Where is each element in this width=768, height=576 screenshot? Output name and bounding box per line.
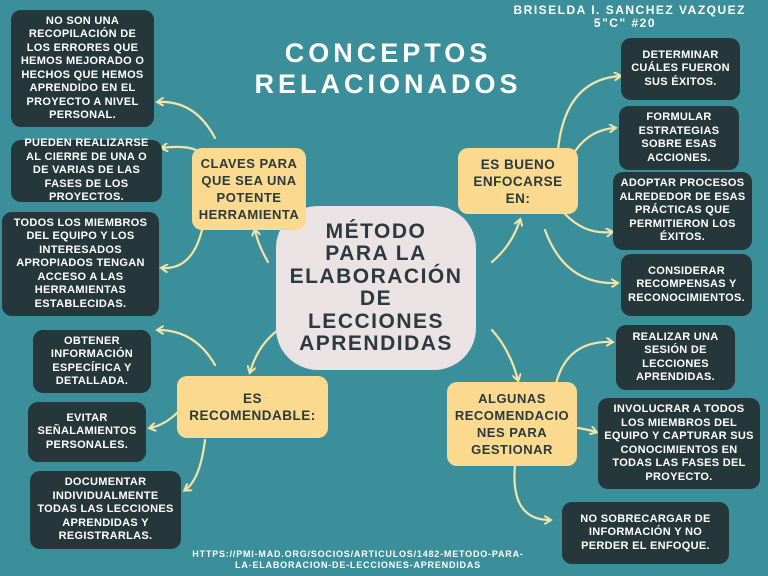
- enfocarse-item-3: ADOPTAR PROCESOS ALREDEDOR DE ESAS PRÁCT…: [613, 172, 752, 250]
- arrow-enf-1: [556, 76, 620, 152]
- recomendable-item-3: DOCUMENTAR INDIVIDUALMENTE TODAS LAS LEC…: [30, 471, 181, 549]
- arrow-enf-4: [543, 228, 617, 283]
- branch-gestionar: ALGUNAS RECOMENDACIO NES PARA GESTIONAR: [447, 382, 577, 466]
- branch-claves: CLAVES PARA QUE SEA UNA POTENTE HERRAMIE…: [192, 148, 306, 230]
- author-group: 5"C" #20: [593, 16, 656, 30]
- enfocarse-item-4: CONSIDERAR RECOMPENSAS Y RECONOCIMIENTOS…: [621, 254, 752, 316]
- claves-item-1: NO SON UNA RECOPILACIÓN DE LOS ERRORES Q…: [11, 10, 154, 127]
- source-url: HTTPS://PMI-MAD.ORG/SOCIOS/ARTICULOS/148…: [192, 549, 524, 570]
- arrow-ges-1: [553, 342, 612, 390]
- arrow-rec-2: [150, 410, 180, 428]
- recomendable-item-1: OBTENER INFORMACIÓN ESPECÍFICA Y DETALLA…: [33, 330, 151, 393]
- recomendable-item-2: EVITAR SEÑALAMIENTOS PERSONALES.: [28, 402, 146, 462]
- branch-recomendable: ES RECOMENDABLE:: [177, 376, 328, 438]
- claves-item-3: TODOS LOS MIEMBROS DEL EQUIPO Y LOS INTE…: [2, 212, 159, 316]
- arrow-enf-3: [563, 212, 612, 232]
- arrow-rec-3: [185, 438, 207, 490]
- arrow-claves-2: [162, 147, 198, 150]
- arrow-claves-1: [158, 102, 217, 140]
- page-title: CONCEPTOS RELACIONADOS: [254, 38, 522, 99]
- gestionar-item-2: INVOLUCRAR A TODOS LOS MIEMBROS DEL EQUI…: [598, 398, 760, 489]
- author-name: BRISELDA I. SANCHEZ VAZQUEZ: [513, 3, 746, 17]
- gestionar-item-1: REALIZAR UNA SESIÓN DE LECCIONES APRENDI…: [616, 325, 735, 390]
- arrow-center-gestionar: [490, 328, 518, 380]
- arrow-center-recomendable: [250, 328, 280, 372]
- enfocarse-item-2: FORMULAR ESTRATEGIAS SOBRE ESAS ACCIONES…: [619, 106, 739, 170]
- arrow-center-claves: [255, 230, 270, 264]
- claves-item-2: PUEDEN REALIZARSE AL CIERRE DE UNA O DE …: [11, 137, 162, 203]
- arrow-rec-1: [158, 330, 217, 367]
- branch-enfocarse: ES BUENO ENFOCARSE EN:: [458, 148, 578, 214]
- arrow-ges-2: [576, 428, 596, 432]
- central-topic: MÉTODO PARA LA ELABORACIÓN DE LECCIONES …: [276, 206, 476, 370]
- gestionar-item-3: NO SOBRECARGAR DE INFORMACIÓN Y NO PERDE…: [562, 502, 729, 564]
- arrow-ges-3: [513, 463, 550, 520]
- arrow-center-enfocarse: [490, 220, 520, 264]
- arrow-claves-3: [162, 228, 204, 268]
- enfocarse-item-1: DETERMINAR CUÁLES FUERON SUS ÉXITOS.: [621, 38, 740, 100]
